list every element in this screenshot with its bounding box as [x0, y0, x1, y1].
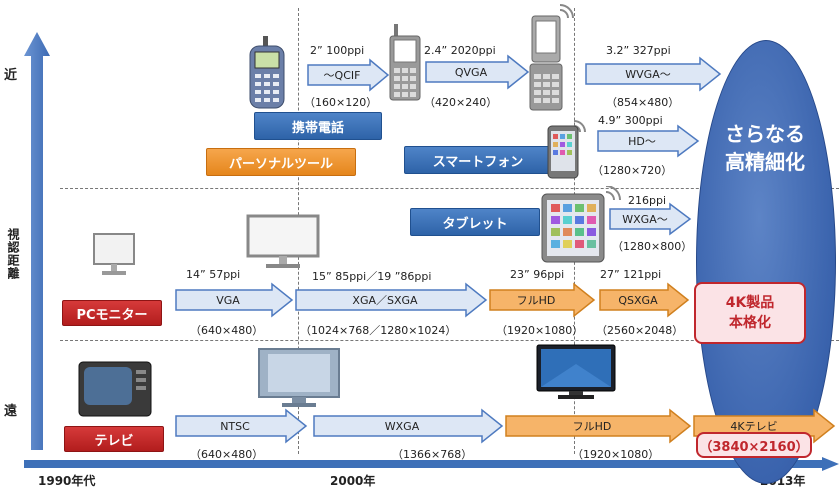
tv-arrow-fullhd: フルHD	[505, 408, 692, 444]
tablet-res: （1280×800）	[612, 240, 693, 253]
category-tv: テレビ	[64, 426, 164, 452]
tv-4k-res: （3840×2160）	[696, 432, 812, 458]
tablet-spec: 216ppi	[628, 194, 667, 207]
higher-resolution-ellipse	[696, 40, 836, 484]
viewing-distance-axis	[24, 32, 50, 450]
pc-arrow-vga: VGA	[175, 282, 294, 318]
category-smartphone: スマートフォン	[404, 146, 552, 174]
year-1990s: 1990年代	[38, 474, 96, 488]
tv-a2-res: （1366×768）	[392, 448, 473, 461]
pc-arrow-xga: XGA／SXGA	[295, 282, 488, 318]
tv-a2-label: WXGA	[384, 419, 420, 433]
pc-4k-box: 4K製品 本格化	[694, 282, 806, 344]
tablet-arrow-wxga: WXGA〜	[609, 202, 692, 236]
divider-top	[60, 188, 839, 189]
ellipse-line-1: さらなる	[725, 122, 805, 146]
mobile-a1-label: 〜QCIF	[323, 69, 361, 82]
year-2000: 2000年	[330, 474, 376, 488]
tablet-icon	[540, 185, 624, 264]
pc-a2-res: （1024×768／1280×1024）	[300, 324, 457, 337]
mobile-a3-label: WVGA〜	[625, 68, 671, 81]
old-monitor-icon	[92, 232, 136, 278]
axis-far-label: 遠	[4, 404, 18, 419]
flat-panel-tv-icon	[536, 344, 616, 400]
mobile-a3-spec: 3.2” 327ppi	[606, 44, 671, 57]
tablet-label: WXGA〜	[622, 213, 668, 226]
mobile-a2-label: QVGA	[454, 65, 488, 79]
tv-a3-label: フルHD	[572, 420, 612, 433]
mobile-a2-spec: 2.4” 2020ppi	[424, 44, 496, 57]
lcd-monitor-icon	[246, 214, 320, 270]
pc-a1-res: （640×480）	[190, 324, 264, 337]
mobile-arrow-wvga: WVGA〜	[585, 56, 722, 92]
tv-a4-label: 4Kテレビ	[730, 420, 778, 433]
pc-a4-spec: 27” 121ppi	[600, 268, 662, 281]
category-personal-tool: パーソナルツール	[206, 148, 356, 176]
pc-arrow-qsxga: QSXGA	[599, 282, 690, 318]
smartphone-res: （1280×720）	[592, 164, 673, 177]
pc-a1-spec: 14” 57ppi	[186, 268, 241, 281]
tv-arrow-wxga: WXGA	[313, 408, 504, 444]
mobile-a1-res: （160×120）	[304, 96, 378, 109]
smartphone-spec: 4.9” 300ppi	[598, 114, 663, 127]
pc-a4-res: （2560×2048）	[596, 324, 684, 337]
ellipse-line-2: 高精細化	[725, 150, 805, 174]
mobile-a1-spec: 2” 100ppi	[310, 44, 365, 57]
tv-a3-res: （1920×1080）	[572, 448, 660, 461]
pc-a1-label: VGA	[216, 293, 240, 307]
pc-a3-label: フルHD	[516, 294, 556, 307]
mobile-a3-res: （854×480）	[606, 96, 680, 109]
time-axis	[24, 456, 839, 471]
feature-phone-icon	[246, 36, 288, 110]
category-tablet: タブレット	[410, 208, 540, 236]
tv-a1-label: NTSC	[220, 419, 250, 433]
pc-a4-label: QSXGA	[618, 293, 658, 307]
pc-a2-label: XGA／SXGA	[352, 294, 418, 307]
mobile-arrow-qcif: 〜QCIF	[307, 58, 390, 92]
category-pc-monitor: PCモニター	[62, 300, 162, 326]
pc-a3-spec: 23” 96ppi	[510, 268, 565, 281]
crt-tv-icon	[78, 360, 152, 418]
smartphone-label: HD〜	[628, 135, 656, 148]
mobile-arrow-qvga: QVGA	[425, 54, 530, 90]
mobile-a2-res: （420×240）	[424, 96, 498, 109]
divider-bottom	[60, 340, 839, 341]
tv-a1-res: （640×480）	[190, 448, 264, 461]
pc-arrow-fullhd: フルHD	[489, 282, 596, 318]
flip-phone-icon	[526, 2, 578, 112]
pc-a3-res: （1920×1080）	[496, 324, 584, 337]
category-mobile: 携帯電話	[254, 112, 382, 140]
flat-tv-icon	[258, 348, 340, 408]
pc-a2-spec: 15” 85ppi／19 ”86ppi	[312, 270, 432, 283]
smartphone-icon	[546, 120, 588, 180]
axis-distance-label: 視認距離	[6, 228, 20, 280]
axis-near-label: 近	[4, 68, 18, 83]
tv-arrow-ntsc: NTSC	[175, 408, 308, 444]
candybar-phone-icon	[388, 24, 422, 102]
smartphone-arrow-hd: HD〜	[597, 124, 700, 158]
